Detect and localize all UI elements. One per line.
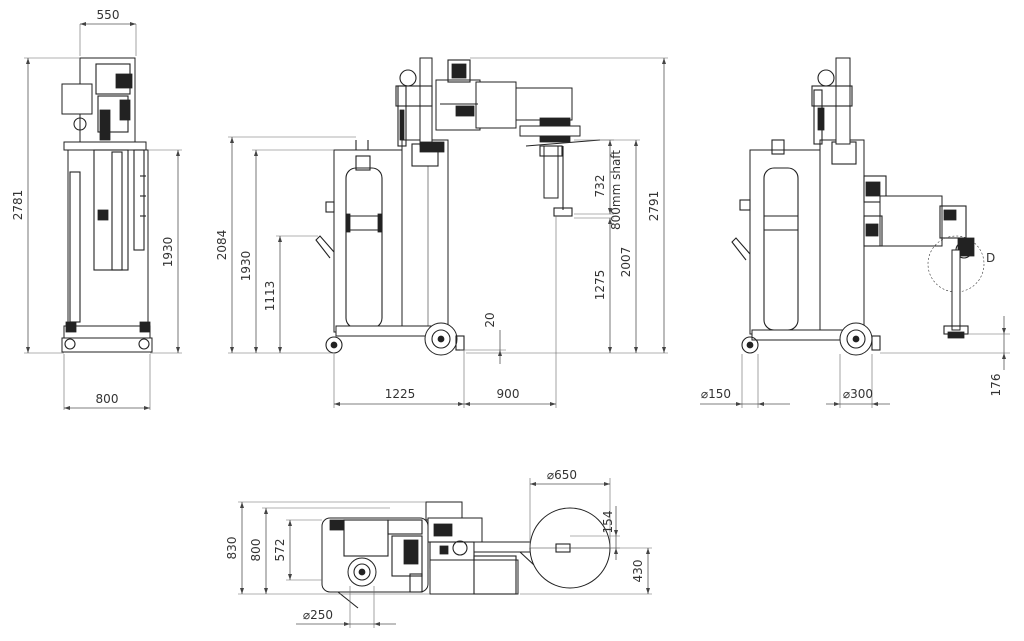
dim-front-550: 550 bbox=[97, 8, 120, 22]
dim-top-154: 154 bbox=[601, 511, 615, 534]
top-view: ⌀650 830 800 572 154 430 bbox=[225, 468, 652, 628]
dim-front-800: 800 bbox=[96, 392, 119, 406]
dim-right-176: 176 bbox=[989, 374, 1003, 397]
dim-top-430: 430 bbox=[631, 560, 645, 583]
dim-side-2084: 2084 bbox=[215, 230, 229, 261]
dim-right-150: ⌀150 bbox=[701, 387, 731, 401]
dim-side-732: 732 bbox=[593, 175, 607, 198]
dim-side-20: 20 bbox=[483, 312, 497, 327]
right-view: D 176 ⌀150 ⌀300 bbox=[700, 57, 1010, 408]
dim-top-572: 572 bbox=[273, 539, 287, 562]
dim-top-800: 800 bbox=[249, 539, 263, 562]
dim-side-1275: 1275 bbox=[593, 270, 607, 301]
dim-side-1225: 1225 bbox=[385, 387, 416, 401]
label-800mm-shaft: 800mm shaft bbox=[609, 150, 623, 230]
side-view: 2084 1930 1113 20 732 800mm shaft 1275 bbox=[215, 57, 668, 408]
dim-front-1930: 1930 bbox=[161, 237, 175, 268]
dim-top-250: ⌀250 bbox=[303, 608, 333, 622]
dim-side-2007: 2007 bbox=[619, 247, 633, 278]
dim-side-1930: 1930 bbox=[239, 251, 253, 282]
dim-top-830: 830 bbox=[225, 537, 239, 560]
dim-side-1113: 1113 bbox=[263, 281, 277, 312]
dim-top-650: ⌀650 bbox=[547, 468, 577, 482]
dim-side-2791: 2791 bbox=[647, 191, 661, 222]
label-d: D bbox=[986, 251, 995, 265]
dim-right-300: ⌀300 bbox=[843, 387, 873, 401]
dim-side-900: 900 bbox=[497, 387, 520, 401]
front-view: 550 2781 1930 800 bbox=[11, 8, 182, 410]
dim-front-2781: 2781 bbox=[11, 190, 25, 221]
